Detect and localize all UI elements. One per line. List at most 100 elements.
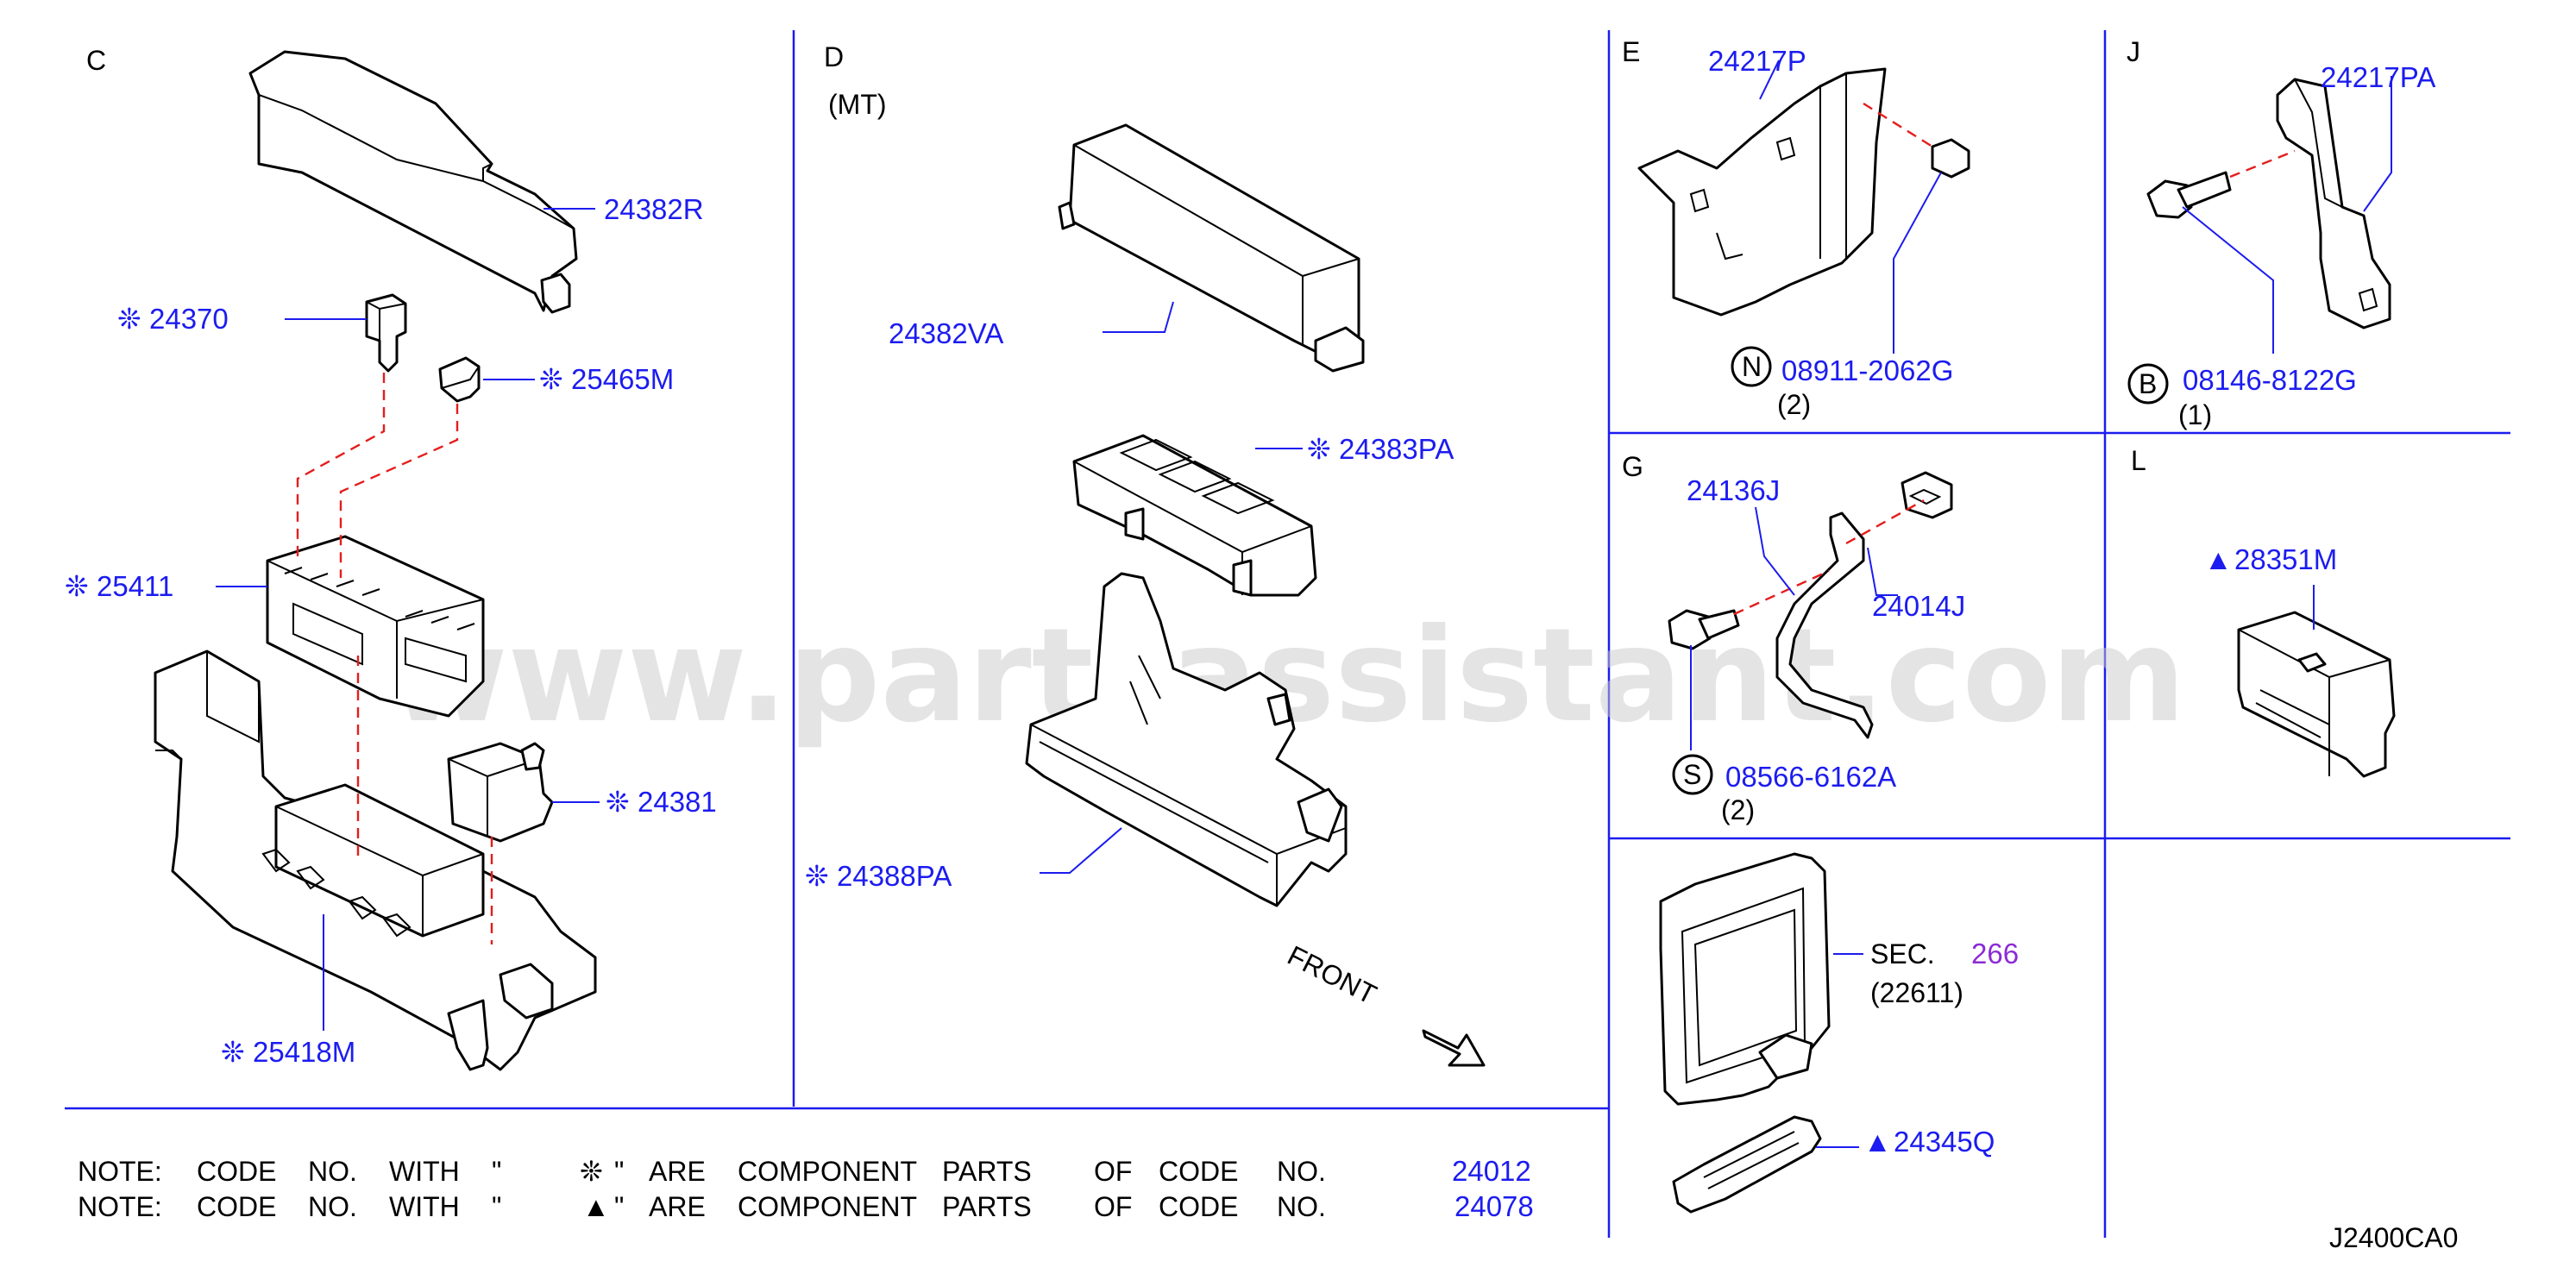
note-2-word: OF [1094,1191,1132,1222]
note-1-word: PARTS [942,1156,1032,1187]
part-24345Q-drawing [1672,1115,1822,1214]
note-1-word: COMPONENT [738,1156,917,1187]
diagram-id: J2400CA0 [2329,1222,2458,1253]
label-08566-6162A: 08566-6162A [1725,761,1896,793]
note-1-word: " [492,1156,501,1187]
note-1-code: 24012 [1452,1155,1531,1187]
note-2-word: NOTE: [78,1191,162,1222]
section-c-parts [154,50,600,1071]
label-08911-2062G: 08911-2062G [1781,355,1953,386]
note-2-word: COMPONENT [738,1191,917,1222]
note-1-word: NOTE: [78,1156,162,1187]
note-2-word: CODE [1159,1191,1238,1222]
note-2-word: ARE [649,1191,706,1222]
section-c-label: C [86,45,106,76]
triangle-symbol-24345Q: ▲ [1863,1126,1892,1158]
label-24345Q: 24345Q [1894,1126,1995,1158]
note-2-word: PARTS [942,1191,1032,1222]
part-24217P-drawing [1637,67,1887,317]
qty-08146-8122G: (1) [2178,399,2212,430]
component-symbol-25465M: ❊ [539,363,563,395]
triangle-symbol-28351M: ▲ [2204,543,2233,575]
part-25411-drawing [266,535,485,718]
note-2-word: CODE [197,1191,276,1222]
label-25418M: 25418M [253,1036,355,1068]
part-24136J-drawing [1775,511,1874,739]
component-symbol-25411: ❊ [65,570,89,602]
front-arrow-icon [1422,1029,1486,1067]
component-symbol-24388PA: ❊ [805,860,829,892]
label-25465M: 25465M [571,363,674,395]
section-j-parts [2127,76,2392,405]
label-28351M: 28351M [2234,543,2337,575]
part-08911-drawing [1931,138,1970,179]
part-24370-drawing [365,293,407,373]
label-24136J: 24136J [1687,474,1780,506]
note-line-2: NOTE: CODE NO. WITH " ▲ " ARE COMPONENT … [78,1190,1534,1222]
note-1-word: WITH [389,1156,460,1187]
component-symbol-24383PA: ❊ [1307,433,1331,465]
component-symbol-24370: ❊ [117,303,141,335]
circle-n-letter: N [1742,351,1762,382]
part-24014J-drawing [1901,471,1953,519]
circle-s-letter: S [1683,759,1701,790]
note-1-word: NO. [1277,1156,1326,1187]
sec-label: SEC. [1870,938,1935,969]
note-2-word: NO. [1277,1191,1326,1222]
note-1-symbol: ❊ [580,1156,603,1187]
note-1-word: CODE [197,1156,276,1187]
note-2-symbol: ▲ [582,1191,610,1222]
qty-08911-2062G: (2) [1777,389,1811,420]
sec-sub-number: (22611) [1870,977,1963,1008]
component-symbol-25418M: ❊ [221,1036,245,1068]
circle-b-icon [2127,363,2169,405]
ecu-parts [1659,852,1863,1214]
component-symbol-24381: ❊ [606,786,630,818]
section-j-label: J [2127,36,2140,67]
note-1-word: CODE [1159,1156,1238,1187]
sec-number: 266 [1971,938,2019,969]
note-2-word: NO. [308,1191,357,1222]
section-d-subtitle: (MT) [828,89,887,120]
label-24388PA: 24388PA [837,860,952,892]
label-08146-8122G: 08146-8122G [2183,364,2357,396]
note-1-word: " [614,1156,624,1187]
note-1-word: ARE [649,1156,706,1187]
part-24382R-drawing [248,50,578,314]
label-24382R: 24382R [604,193,704,225]
section-e-label: E [1622,36,1640,67]
section-d-parts [1025,123,1486,1067]
qty-08566-6162A: (2) [1721,794,1755,825]
part-24388PA-drawing [1025,572,1348,907]
section-e-parts [1637,60,1970,387]
note-2-word: WITH [389,1191,460,1222]
note-1-word: OF [1094,1156,1132,1187]
part-25465M-drawing [438,356,481,403]
label-24217PA: 24217PA [2321,61,2435,93]
label-24014J: 24014J [1872,590,1965,622]
note-1-word: NO. [308,1156,357,1187]
section-l-label: L [2131,445,2146,476]
section-l-parts [2237,585,2396,778]
part-24383PA-drawing [1072,434,1317,597]
note-2-word: " [492,1191,501,1222]
note-2-code: 24078 [1454,1190,1534,1222]
front-label: FRONT [1283,939,1382,1010]
part-28351M-drawing [2237,611,2396,778]
circle-s-icon [1672,754,1713,795]
section-g-parts [1668,471,1953,795]
label-24217P: 24217P [1708,45,1806,77]
circle-b-letter: B [2139,368,2157,399]
label-24381: 24381 [638,786,717,818]
label-25411: 25411 [97,570,173,602]
section-g-label: G [1622,451,1643,482]
part-25418M-drawing [154,649,597,1071]
note-2-word: " [614,1191,624,1222]
part-24381-drawing [447,742,554,843]
panel-grid [65,30,2510,1238]
label-24370: 24370 [149,303,229,335]
label-24382VA: 24382VA [889,317,1003,349]
circle-n-icon [1731,346,1772,387]
note-line-1: NOTE: CODE NO. WITH " ❊ " ARE COMPONENT … [78,1155,1531,1187]
